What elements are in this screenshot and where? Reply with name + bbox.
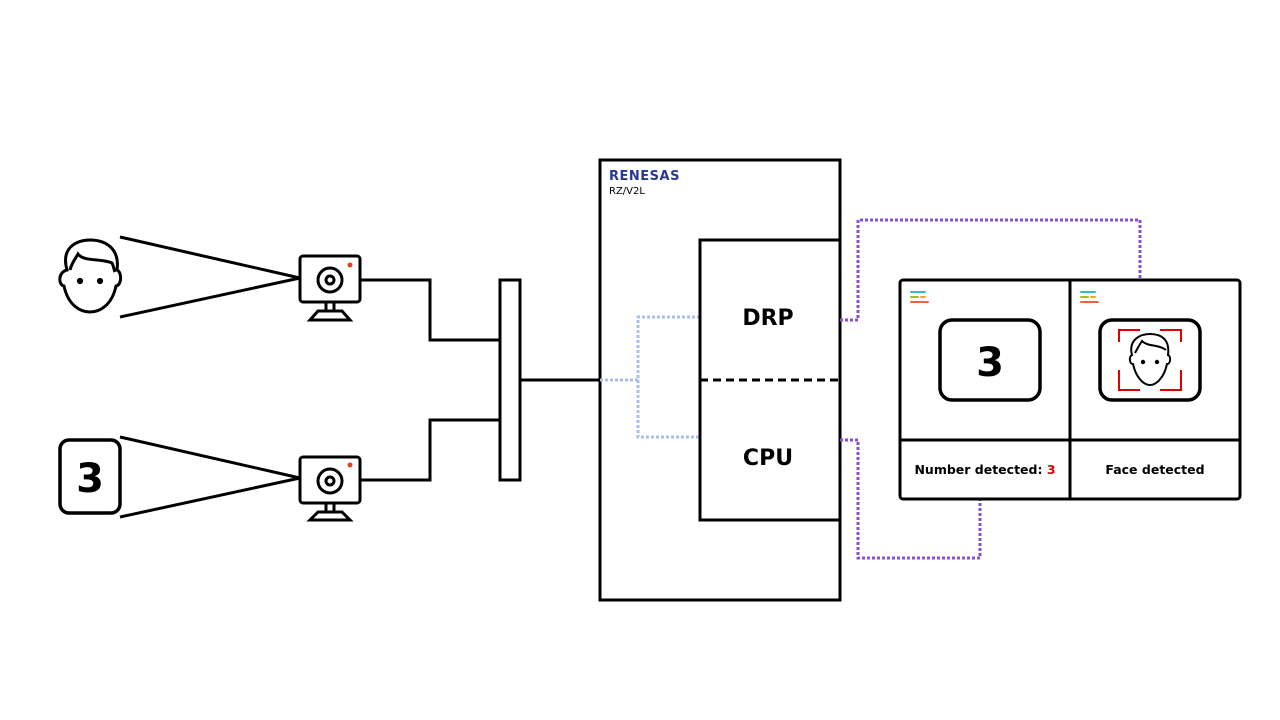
number-detected-value: 3 [1047, 462, 1056, 477]
hub [498, 278, 522, 482]
detected-number: 3 [976, 340, 1004, 386]
face-icon [58, 238, 123, 314]
processing-block [698, 238, 840, 522]
output-panel: 3 Number detected: 3 Face detected [898, 278, 1242, 501]
camera-icon [298, 254, 362, 322]
number-detected-text: Number detected: [914, 462, 1046, 477]
face-detected-label: Face detected [1105, 462, 1204, 477]
renesas-logo: RENESAS [609, 169, 680, 184]
output-links [840, 218, 1142, 560]
chip-model: RZ/V2L [609, 186, 645, 197]
face-detection-frame-icon [1118, 329, 1182, 391]
face-icon [1128, 332, 1172, 387]
number-card-text: 3 [76, 456, 104, 502]
app-menu-icon [1080, 291, 1099, 303]
app-menu-icon [910, 291, 929, 303]
detected-number-card [938, 318, 1042, 402]
camera-view-lines-1 [119, 235, 301, 319]
camera-wires [360, 278, 600, 482]
camera-icon [298, 455, 362, 522]
number-card: 3 [58, 438, 122, 515]
cpu-label: CPU [743, 446, 793, 471]
drp-label: DRP [742, 306, 793, 331]
detected-face-card [1098, 318, 1202, 402]
camera-view-lines-2 [119, 435, 301, 519]
internal-links [600, 315, 700, 439]
number-detected-label: Number detected: 3 [914, 462, 1055, 477]
